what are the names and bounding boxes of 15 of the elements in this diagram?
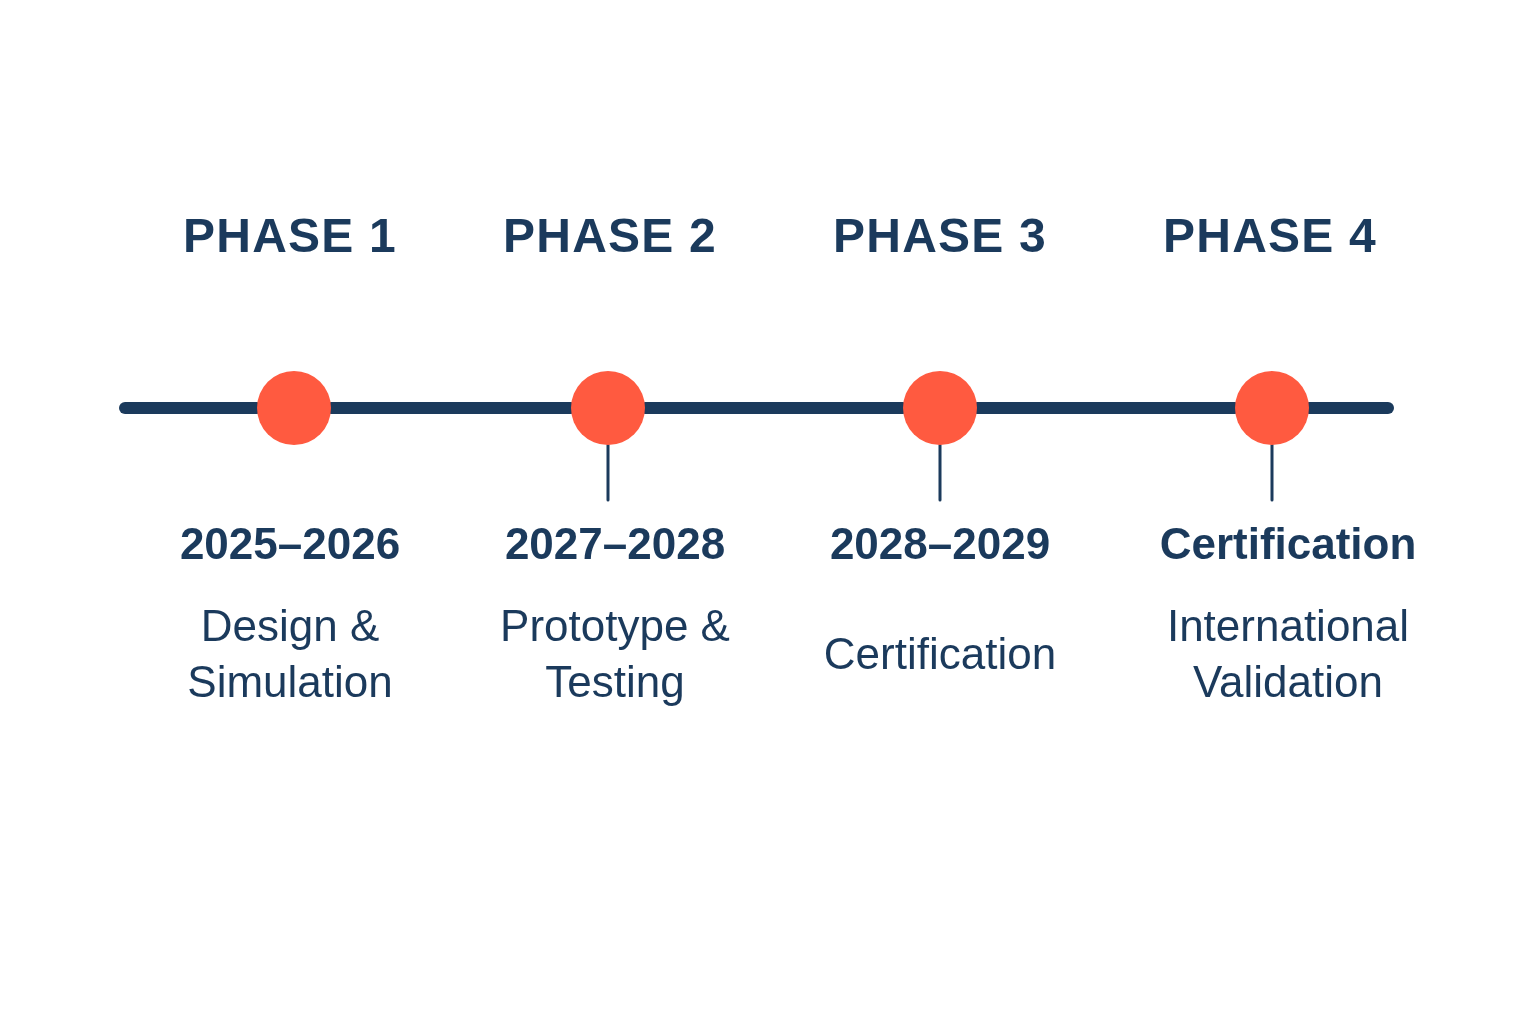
phase-heading: PHASE 1 [182, 212, 398, 260]
milestone-date: 2025–2026 [179, 520, 401, 568]
milestone-date: 2028–2029 [829, 520, 1051, 568]
connector-line [1270, 443, 1274, 502]
milestone-date: 2027–2028 [504, 520, 726, 568]
milestone-description: Prototype & Testing [499, 600, 731, 708]
connector-line [606, 443, 610, 502]
phase-heading: PHASE 4 [1162, 212, 1378, 260]
phase-heading: PHASE 3 [832, 212, 1048, 260]
milestone-description: Certification [823, 628, 1057, 680]
milestone-description: Design & Simulation [186, 600, 394, 708]
connector-line [938, 443, 942, 502]
milestone-date: Certification [1159, 520, 1417, 568]
milestone-description: International Validation [1165, 600, 1411, 708]
phase-heading: PHASE 2 [502, 212, 718, 260]
